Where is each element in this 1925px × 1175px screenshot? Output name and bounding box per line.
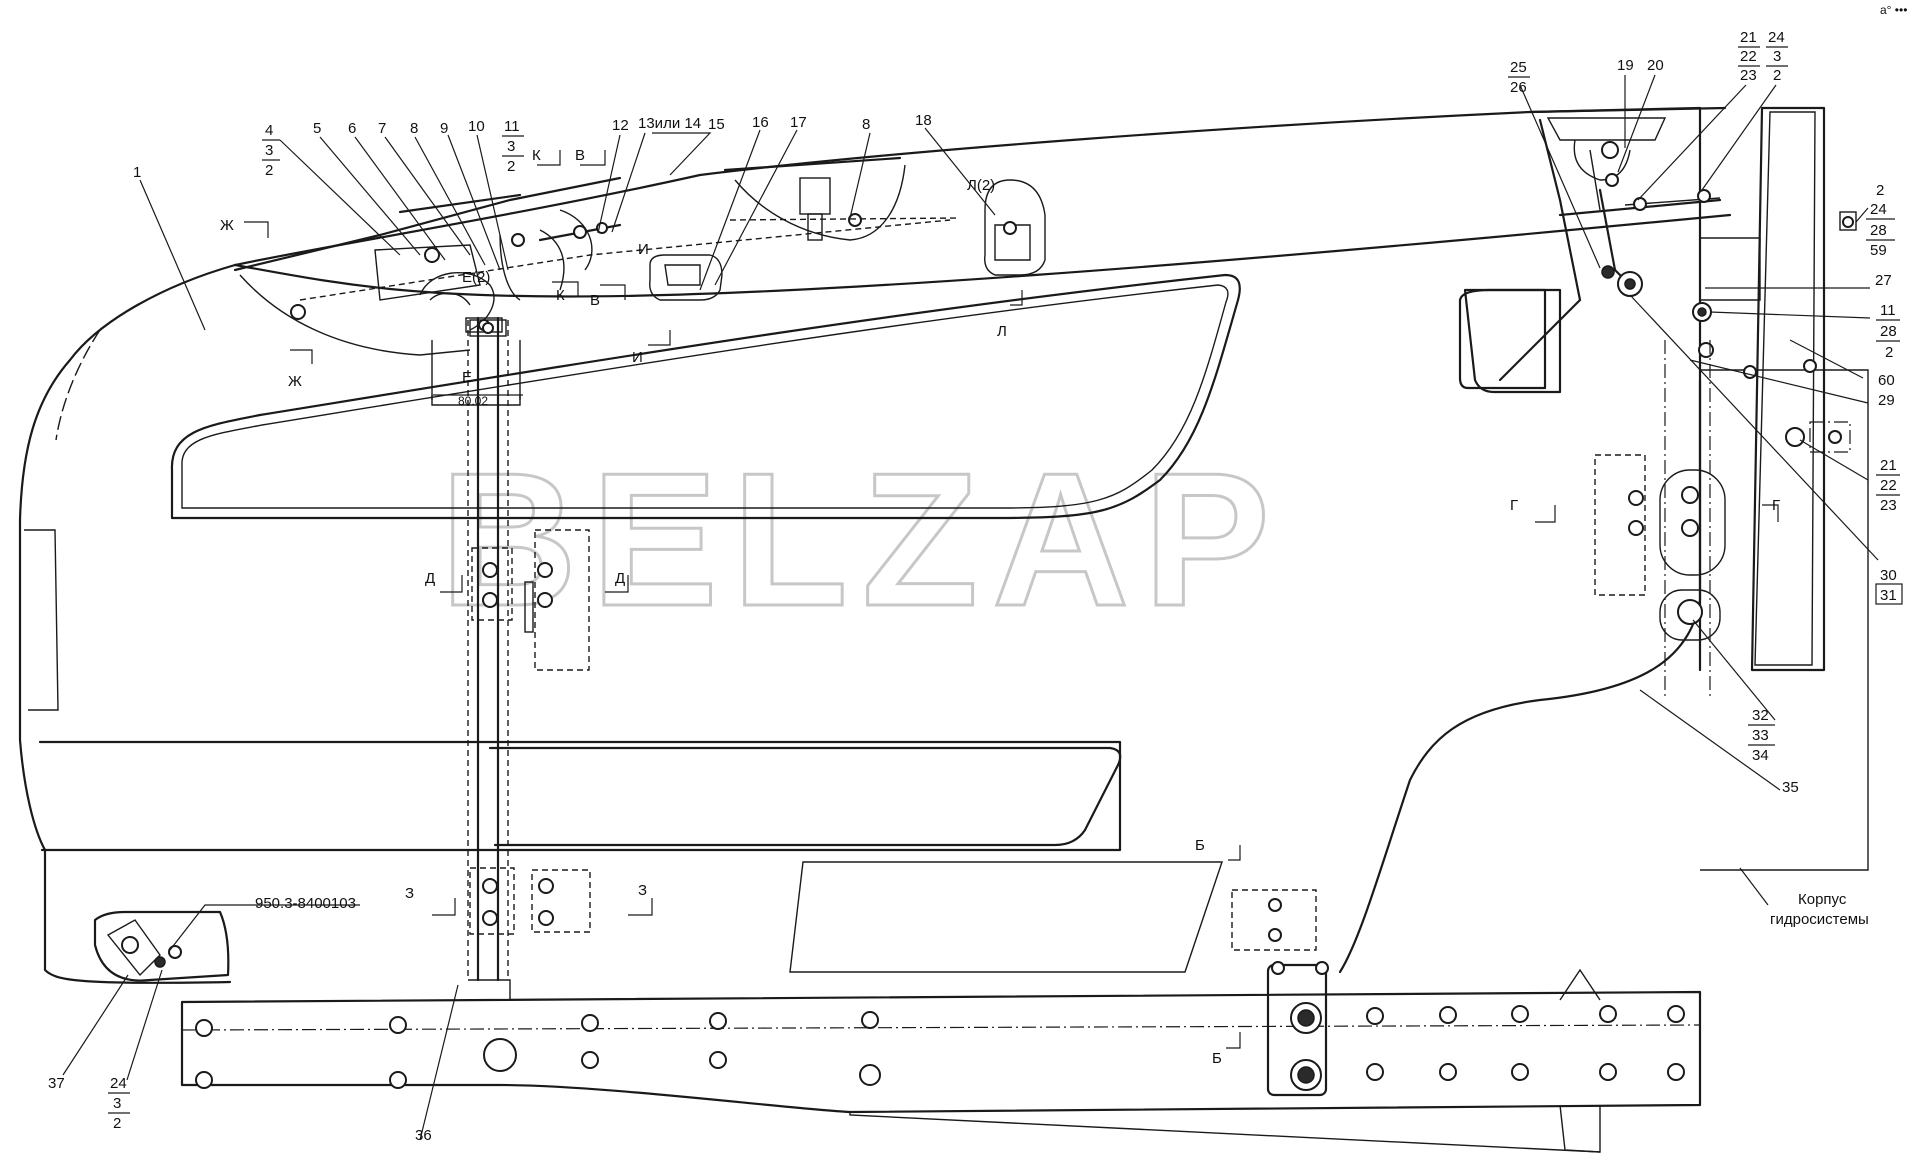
section-e2: Е(2)	[462, 269, 490, 286]
callout-21b: 21	[1880, 457, 1897, 474]
callout-4-sub1: 3	[265, 142, 273, 159]
hood-body	[18, 106, 1869, 984]
section-zh-1: Ж	[220, 217, 234, 234]
callout-15: 15	[708, 116, 725, 133]
callout-11-sub1: 3	[507, 138, 515, 155]
callout-10: 10	[468, 118, 485, 135]
callout-23b: 23	[1880, 497, 1897, 514]
callout-6: 6	[348, 120, 356, 137]
section-v-1: В	[575, 147, 585, 164]
housing-label-line2: гидросистемы	[1770, 911, 1869, 928]
callout-24a-sub2: 2	[1773, 67, 1781, 84]
rail-holes	[195, 1005, 1685, 1089]
section-k-2: К	[556, 287, 565, 304]
section-l2: Л(2)	[967, 177, 995, 194]
callout-34: 34	[1752, 747, 1769, 764]
callout-24a-sub1: 3	[1773, 48, 1781, 65]
callout-37: 37	[48, 1075, 65, 1092]
callout-16: 16	[752, 114, 769, 131]
callout-11b: 11	[1880, 302, 1896, 319]
section-i-2: И	[632, 349, 643, 366]
callout-20: 20	[1647, 57, 1664, 74]
callout-26: 26	[1510, 79, 1527, 96]
callout-11b-sub1: 28	[1880, 323, 1897, 340]
callout-11-sub2: 2	[507, 158, 515, 175]
callout-32: 32	[1752, 707, 1769, 724]
callout-24b-sub1: 3	[113, 1095, 121, 1112]
housing-label-line1: Корпус	[1798, 891, 1847, 908]
callout-31: 31	[1880, 587, 1897, 604]
callout-29: 29	[1878, 392, 1895, 409]
callout-11: 11	[504, 118, 520, 135]
callout-17: 17	[790, 114, 807, 131]
callout-19: 19	[1617, 57, 1634, 74]
roof-hatch-left	[233, 176, 951, 356]
rail-bracket	[1231, 889, 1329, 1097]
right-latch	[1594, 340, 1851, 700]
section-labels: Ж Ж К К В В Е(2) Е И И Л(2) Л Г Г Д Д З …	[220, 147, 1780, 1067]
section-k-1: К	[532, 147, 541, 164]
callout-24a: 24	[1768, 29, 1785, 46]
callout-7: 7	[378, 120, 386, 137]
bottom-lamp	[93, 910, 230, 982]
watermark: BELZAP	[440, 434, 1284, 646]
frame-rail	[180, 889, 1702, 1153]
section-g-1: Г	[1510, 497, 1518, 514]
callout-2-sub3: 59	[1870, 242, 1887, 259]
section-b-2: Б	[1212, 1050, 1222, 1067]
section-d-2: Д	[615, 570, 625, 587]
callout-13: 13или 14	[638, 115, 701, 132]
section-b-1: Б	[1195, 837, 1205, 854]
callout-22b: 22	[1880, 477, 1897, 494]
callout-18: 18	[915, 112, 932, 129]
callout-27: 27	[1875, 272, 1892, 289]
section-i-1: И	[638, 241, 649, 258]
callout-8b: 8	[862, 116, 870, 133]
callout-33: 33	[1752, 727, 1769, 744]
center-post	[431, 316, 591, 1001]
section-z-1: З	[405, 885, 414, 902]
roof-hatch-right	[1528, 106, 1857, 379]
leader-lines	[62, 74, 1879, 1141]
callout-12: 12	[612, 117, 629, 134]
section-markers	[244, 150, 1779, 1049]
callout-25: 25	[1510, 59, 1527, 76]
section-g-2: Г	[1772, 497, 1780, 514]
corner-mark: а° •••	[1880, 3, 1907, 17]
callout-23a: 23	[1740, 67, 1757, 84]
callout-21a: 21	[1740, 29, 1757, 46]
callout-8: 8	[410, 120, 418, 137]
section-e: Е	[462, 369, 472, 386]
callout-1: 1	[133, 164, 141, 181]
callout-2: 2	[1876, 182, 1884, 199]
part-number: 950.3-8400103	[255, 895, 356, 912]
section-d-1: Д	[425, 570, 435, 587]
callout-11b-sub2: 2	[1885, 344, 1893, 361]
callout-60: 60	[1878, 372, 1895, 389]
callout-30: 30	[1880, 567, 1897, 584]
callout-5: 5	[313, 120, 321, 137]
section-zh-2: Ж	[288, 373, 302, 390]
callout-24b: 24	[110, 1075, 127, 1092]
callout-2-sub2: 28	[1870, 222, 1887, 239]
callout-35: 35	[1782, 779, 1799, 796]
roof-hatch-center	[649, 156, 1046, 301]
section-v-2: В	[590, 292, 600, 309]
callout-labels: 1 4 3 2 5 6 7 8 9 10 11 3 2 12 13или 14 …	[48, 3, 1907, 1144]
callout-22a: 22	[1740, 48, 1757, 65]
section-l: Л	[997, 323, 1007, 340]
section-z-2: З	[638, 882, 647, 899]
dimension-label: 80.02	[458, 394, 488, 408]
callout-2-sub1: 24	[1870, 201, 1887, 218]
callout-4: 4	[265, 122, 273, 139]
callout-9: 9	[440, 120, 448, 137]
callout-4-sub2: 2	[265, 162, 273, 179]
callout-24b-sub2: 2	[113, 1115, 121, 1132]
callout-36: 36	[415, 1127, 432, 1144]
